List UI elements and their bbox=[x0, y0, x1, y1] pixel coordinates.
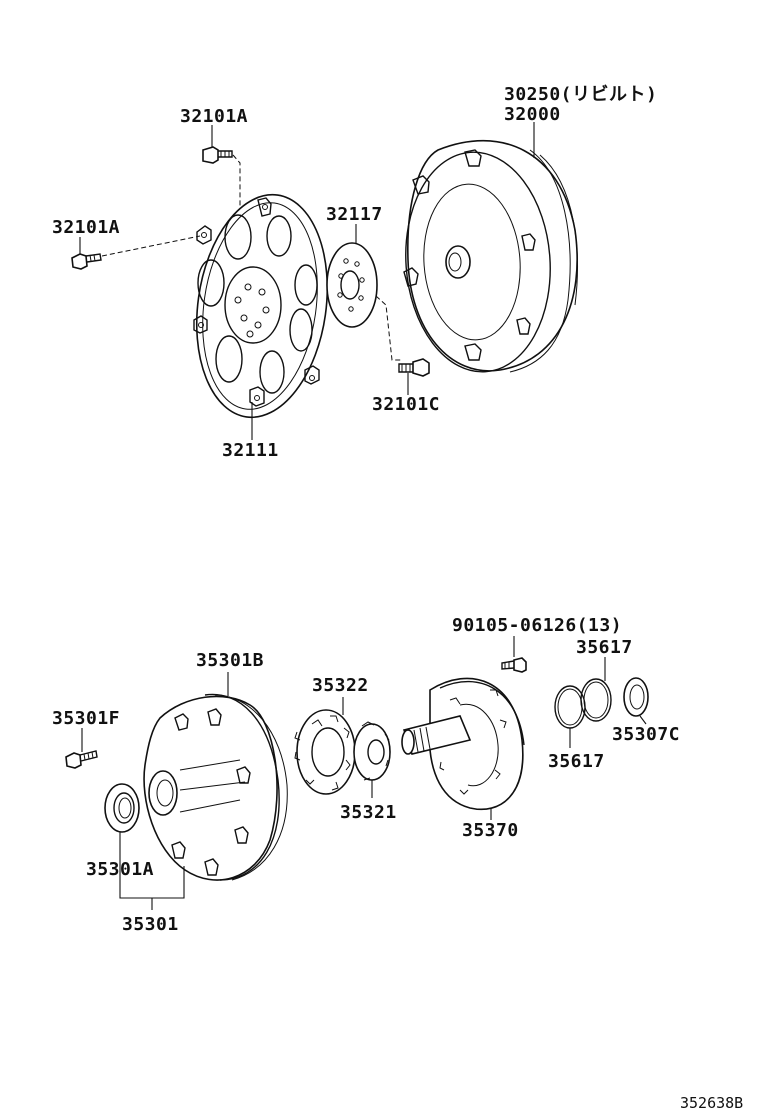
stator-shaft-35370 bbox=[401, 677, 525, 820]
label-32101c: 32101C bbox=[372, 394, 440, 415]
bolt-32101c bbox=[398, 358, 430, 395]
label-35321: 35321 bbox=[340, 802, 397, 823]
label-35322: 35322 bbox=[312, 675, 369, 696]
seal-ring-35617-b bbox=[580, 657, 612, 722]
label-35301b: 35301B bbox=[196, 650, 264, 671]
label-35617-top: 35617 bbox=[576, 637, 633, 658]
bolt-32101a-top bbox=[202, 125, 233, 164]
diagram-reference-number: 352638B bbox=[680, 1094, 743, 1112]
dashline-32101c bbox=[375, 295, 402, 361]
dashline-32101a-top bbox=[232, 154, 241, 210]
torque-converter-32000 bbox=[403, 122, 578, 373]
bolt-32101a-left bbox=[71, 237, 102, 270]
dashline-32101a-left bbox=[101, 235, 201, 257]
label-35301: 35301 bbox=[122, 914, 179, 935]
thrust-washer-35307c bbox=[623, 677, 649, 725]
label-35617-bottom: 35617 bbox=[548, 751, 605, 772]
label-32101a-left: 32101A bbox=[52, 217, 120, 238]
label-32111: 32111 bbox=[222, 440, 279, 461]
driven-gear-35322 bbox=[294, 697, 356, 795]
seal-ring-35617-a bbox=[554, 685, 586, 748]
drive-gear-35321 bbox=[353, 721, 391, 798]
oil-seal-35301a bbox=[104, 783, 140, 852]
drive-plate-32111 bbox=[193, 193, 329, 440]
label-35301a: 35301A bbox=[86, 859, 154, 880]
label-90105-06126: 90105-06126(13) bbox=[452, 615, 622, 636]
label-32117: 32117 bbox=[326, 204, 383, 225]
label-35301f: 35301F bbox=[52, 708, 120, 729]
bolt-90105-06126 bbox=[501, 636, 527, 673]
label-35370: 35370 bbox=[462, 820, 519, 841]
label-32000: 32000 bbox=[504, 104, 561, 125]
spacer-32117 bbox=[326, 224, 378, 328]
label-30250: 30250(リビルト) bbox=[504, 84, 657, 105]
bolt-35301f bbox=[65, 728, 98, 769]
label-35307c: 35307C bbox=[612, 724, 680, 745]
label-32101a-top: 32101A bbox=[180, 106, 248, 127]
oil-pump-body-35301b bbox=[143, 672, 288, 881]
